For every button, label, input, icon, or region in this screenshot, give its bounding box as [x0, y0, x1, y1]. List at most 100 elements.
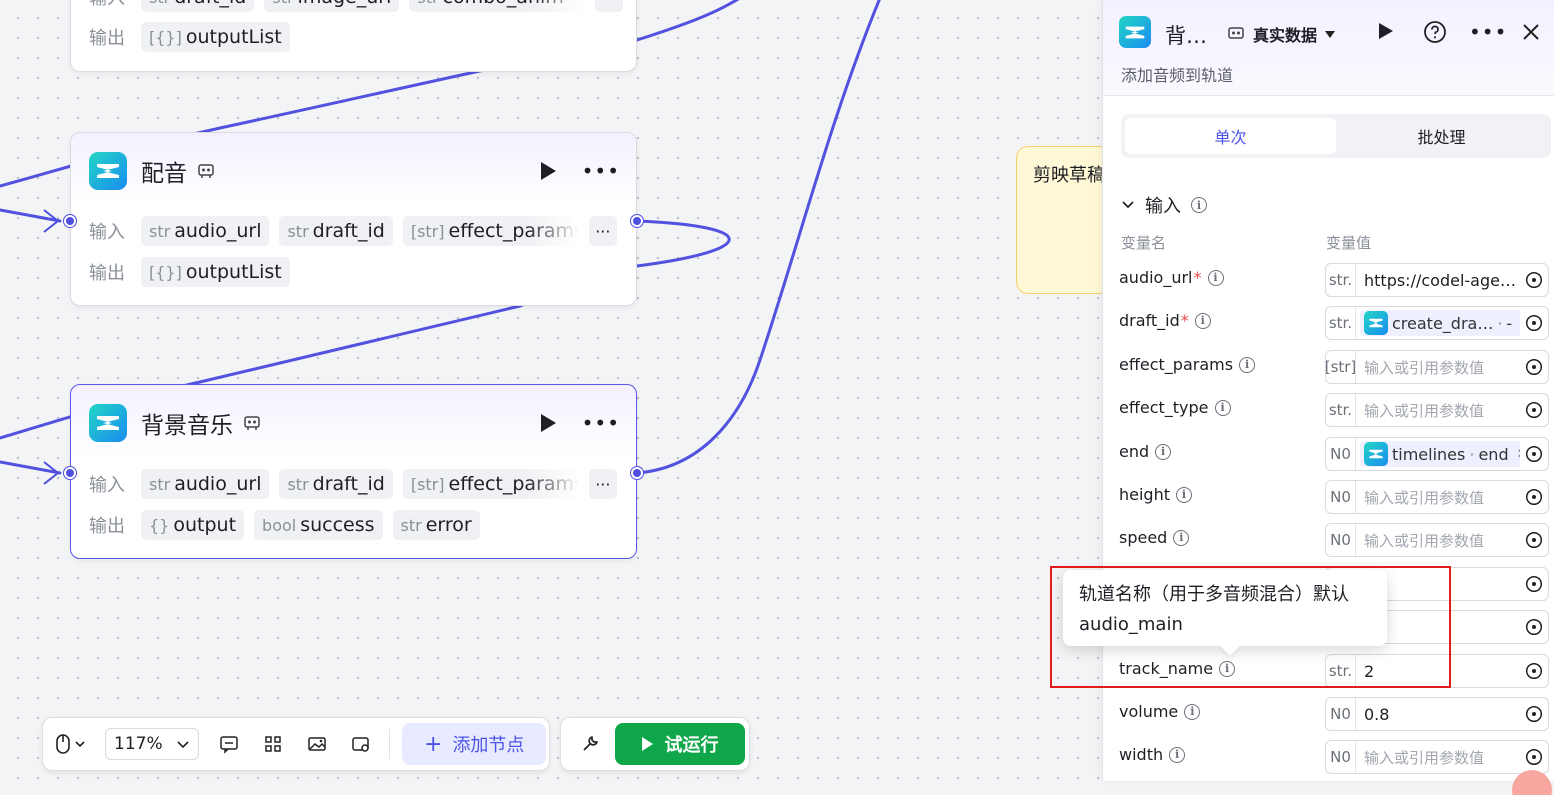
tab-batch[interactable]: 批处理 — [1417, 128, 1466, 147]
variable-select-icon[interactable] — [1520, 394, 1548, 426]
input-section-header[interactable]: 输入 i — [1121, 192, 1207, 218]
param-input[interactable]: 输入或引用参数值 — [1364, 748, 1485, 767]
info-icon[interactable]: i — [1219, 660, 1236, 677]
reference-tag[interactable]: timelines·end✕ — [1360, 441, 1520, 467]
capcut-logo-icon — [1119, 16, 1151, 48]
param-input[interactable]: 2 — [1364, 661, 1375, 681]
param-input[interactable]: 输入或引用参数值 — [1364, 358, 1485, 377]
run-node-button[interactable] — [540, 162, 556, 180]
info-icon[interactable]: i — [1194, 312, 1211, 329]
param-input[interactable]: 输入或引用参数值 — [1364, 488, 1485, 507]
panel-menu-button[interactable]: ••• — [1469, 20, 1508, 44]
caret-down-icon — [1325, 30, 1336, 38]
param-input[interactable]: 0.8 — [1364, 704, 1390, 724]
variable-select-icon[interactable] — [1520, 568, 1548, 600]
panel-header: 背… 真实数据 ••• 添加音频到轨道 — [1103, 0, 1554, 96]
output-port[interactable] — [631, 467, 643, 479]
variable-select-icon[interactable] — [1520, 481, 1548, 513]
plugin-icon — [1228, 27, 1244, 39]
remove-reference-icon[interactable]: ✕ — [1517, 447, 1520, 462]
assistant-avatar[interactable] — [1512, 770, 1552, 795]
add-node-button[interactable]: + 添加节点 — [402, 723, 547, 765]
reference-tag[interactable]: create_dra…·-✕ — [1360, 310, 1520, 336]
param-value-field[interactable]: str.https://codel-age… — [1325, 263, 1549, 297]
run-node-button[interactable] — [540, 414, 556, 432]
input-port[interactable] — [64, 467, 76, 479]
input-port[interactable] — [64, 215, 76, 227]
variable-select-icon[interactable] — [1520, 307, 1548, 339]
sticky-note[interactable]: 剪映草稿 — [1016, 146, 1116, 294]
minimap-button[interactable] — [339, 726, 383, 762]
variable-select-icon[interactable] — [1520, 611, 1548, 643]
info-icon[interactable]: i — [1184, 703, 1201, 720]
capcut-logo-icon — [89, 404, 127, 442]
chevron-down-icon — [177, 741, 189, 749]
variable-select-icon[interactable] — [1520, 524, 1548, 556]
comment-icon — [220, 736, 238, 754]
variable-select-icon[interactable] — [1520, 655, 1548, 687]
param-value-field[interactable]: str. 输入或引用参数值 — [1325, 393, 1549, 427]
node-menu-button[interactable]: ••• — [581, 411, 620, 435]
param-input[interactable]: https://codel-age… — [1364, 270, 1516, 290]
more-inputs-button[interactable]: ··· — [595, 0, 624, 12]
more-inputs-button[interactable]: ··· — [588, 216, 617, 246]
run-node-button[interactable] — [1379, 23, 1393, 39]
type-badge: str. — [1326, 307, 1356, 339]
test-run-button[interactable]: 试运行 — [615, 723, 745, 765]
type-badge: [str] — [1325, 351, 1356, 383]
variable-select-icon[interactable] — [1520, 351, 1548, 383]
param-value-field[interactable]: [str] 输入或引用参数值 — [1325, 350, 1549, 384]
variable-select-icon[interactable] — [1520, 698, 1548, 730]
variable-select-icon[interactable] — [1520, 438, 1548, 470]
zoom-value: 117% — [114, 734, 163, 754]
info-icon[interactable]: i — [1214, 399, 1231, 416]
info-icon[interactable]: i — [1207, 269, 1224, 286]
arrow-dub — [43, 209, 60, 233]
output-label: 输出 — [89, 516, 125, 537]
info-icon[interactable]: i — [1173, 529, 1190, 546]
variable-select-icon[interactable] — [1520, 741, 1548, 773]
info-icon[interactable]: i — [1169, 746, 1186, 763]
type-badge: str. — [1326, 394, 1356, 426]
input-tag: [str]effect_params — [402, 469, 579, 499]
debug-button[interactable] — [565, 726, 615, 762]
image-button[interactable] — [295, 726, 339, 762]
data-mode-select[interactable]: 真实数据 — [1227, 22, 1336, 46]
info-icon[interactable]: i — [1176, 486, 1192, 503]
toggle-icon: bool — [262, 515, 297, 535]
info-icon[interactable]: i — [1239, 356, 1256, 373]
node-menu-button[interactable]: ••• — [581, 159, 620, 183]
param-input[interactable]: 输入或引用参数值 — [1364, 401, 1485, 420]
toolbar-divider — [389, 729, 390, 759]
zoom-select[interactable]: 117% — [105, 728, 199, 760]
layout-button[interactable] — [251, 726, 295, 762]
param-input[interactable]: 输入或引用参数值 — [1364, 531, 1485, 550]
info-icon[interactable]: i — [1155, 443, 1172, 460]
info-icon[interactable]: i — [1191, 197, 1207, 213]
mouse-mode-button[interactable] — [43, 726, 97, 762]
more-inputs-button[interactable]: ··· — [588, 469, 617, 499]
param-value-field[interactable]: str.create_dra…·-✕ — [1325, 306, 1549, 340]
input-tag: [str]effect_params — [402, 216, 579, 246]
close-icon[interactable] — [1521, 22, 1541, 42]
tab-single[interactable]: 单次 — [1125, 118, 1336, 154]
plugin-icon — [243, 414, 261, 432]
output-port[interactable] — [631, 215, 643, 227]
chevron-down-icon — [1122, 201, 1134, 209]
param-value-field[interactable]: str.2 — [1325, 654, 1549, 688]
node-header: 背景音乐 ••• — [89, 403, 620, 443]
help-icon[interactable] — [1423, 20, 1447, 44]
variable-select-icon[interactable] — [1520, 264, 1548, 296]
comment-button[interactable] — [207, 726, 251, 762]
